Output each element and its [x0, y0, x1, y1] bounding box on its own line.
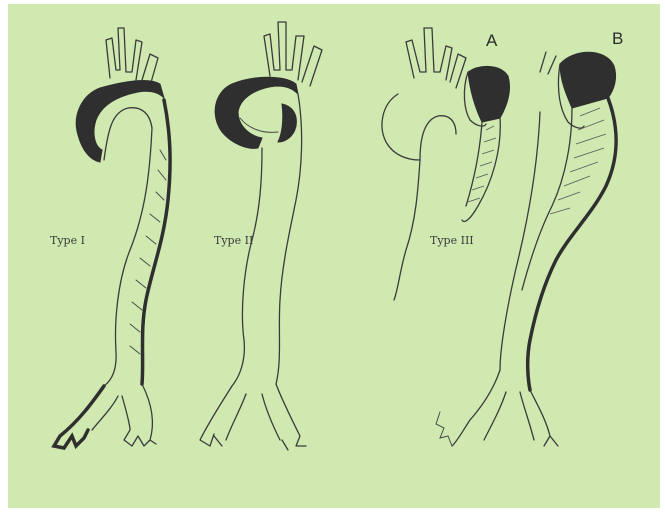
hatching-a: [468, 126, 496, 202]
aorta-type-3a: A: [382, 28, 510, 300]
illustration-panel: Type I Type II: [8, 4, 660, 508]
aortic-dissection-diagram: Type I Type II: [8, 4, 660, 508]
label-a: A: [486, 31, 498, 50]
type-3-label: Type III: [430, 234, 474, 247]
label-b: B: [612, 29, 623, 48]
type-1-label: Type I: [50, 234, 85, 247]
type-2-label: Type II: [214, 234, 253, 247]
aorta-type-2: Type II: [200, 22, 322, 450]
aorta-type-3b: Type III B: [430, 29, 623, 446]
aorta-type-1: Type I: [50, 28, 170, 448]
